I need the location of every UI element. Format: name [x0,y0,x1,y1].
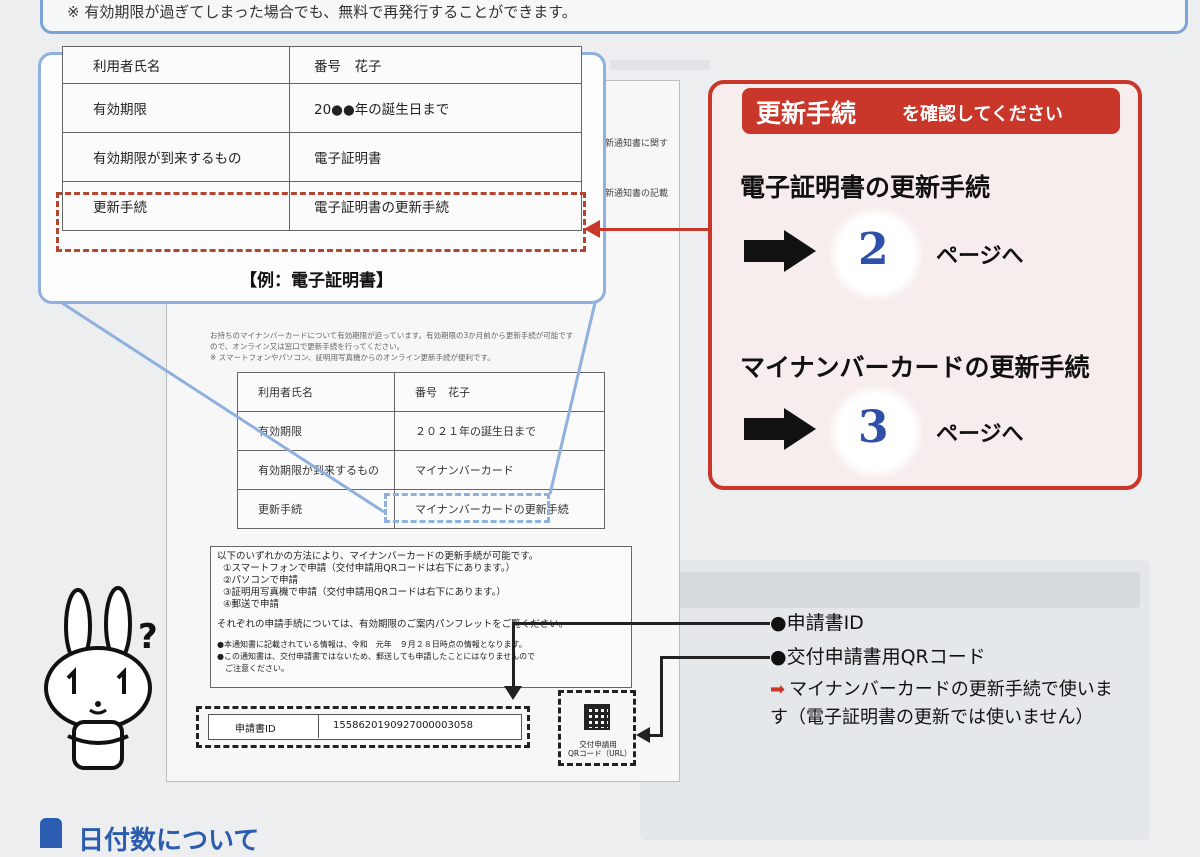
section-icon [40,818,62,848]
annotation-note-text: マイナンバーカードの更新手続で使います（電子証明書の更新では使いません） [770,679,1113,728]
qr-code-icon [584,704,610,730]
card-renewal-heading: マイナンバーカードの更新手続 [740,353,1090,382]
application-id-highlight [196,706,530,748]
doc-header-line: お持ちのマイナンバーカードについて有効期限が迫っています。有効期限の3か月前から… [210,331,574,340]
rabbit-mascot-icon: ? [44,586,158,770]
qr-label: 交付申請用 QRコード（URL） [568,740,632,758]
table-cell-label: 有効期限が到来するもの [62,132,290,182]
arrow-right-icon [744,408,816,450]
table-cell-value: 電子証明書の更新手続 [289,181,582,231]
method-box: 以下のいずれかの方法により、マイナンバーカードの更新手続が可能です。 ①スマート… [210,546,632,688]
arrow-left-icon [636,727,650,743]
arrow-left-icon [584,220,600,238]
doc-header-line: ※ スマートフォンやパソコン、証明用写真機からのオンライン更新手続が便利です。 [210,353,495,362]
id-connector [512,622,515,690]
method-line: ●この通知書は、交付申請書ではないため、郵送しても申請したことにはなりませんので [217,652,536,661]
page-link[interactable]: ページへ [936,422,1024,447]
page-circle [828,384,924,480]
zoom-caption: 【例：電子証明書】 [240,271,393,291]
arrow-right-icon: ➡ [770,679,786,700]
page-number[interactable]: 3 [858,402,889,453]
application-id-value: 1558620190927000003058 [333,720,473,731]
application-id-label: 申請書ID [235,724,276,735]
doc-header-line: ので、オンライン又は窓口で更新手続を行ってください。 [210,342,405,351]
page-link[interactable]: ページへ [936,244,1024,269]
annotation-qr-code: ●交付申請書用QRコード [770,646,986,668]
table-cell-value: 20●●年の誕生日まで [289,83,582,133]
table-row: 利用者氏名 番号 花子 [62,46,582,84]
method-line: ④郵送で申請 [223,599,280,610]
doc-side-label: 更新通知書の記載 [596,189,669,199]
qr-connector [660,656,770,659]
table-cell-value: 番号 花子 [289,46,582,84]
svg-text:?: ? [138,617,158,657]
table-cell-label: 更新手続 [62,181,290,231]
doc-side-label: 更新通知書に関す [596,139,669,149]
qr-connector [650,734,663,737]
method-line: ①スマートフォンで申請（交付申請用QRコードは右下にあります。） [223,563,516,574]
application-id-field: 申請書ID 1558620190927000003058 [208,714,522,740]
arrow-right-icon [744,230,816,272]
method-line: 以下のいずれかの方法により、マイナンバーカードの更新手続が可能です。 [217,551,539,562]
method-line: ②パソコンで申請 [223,575,299,586]
top-note-text: ※ 有効期限が過ぎてしまった場合でも、無料で再発行することができます。 [67,3,577,21]
table-cell-value: マイナンバーカード [394,450,605,490]
arrow-down-icon [504,686,522,700]
table-cell-label: 有効期限 [62,83,290,133]
renewal-guide-tab: 更新手続 を確認してください [742,88,1120,134]
page-circle [828,206,924,302]
method-line: それぞれの申請手続については、有効期限のご案内パンフレットをご覧ください。 [217,619,569,630]
annotation-note: ➡マイナンバーカードの更新手続で使います（電子証明書の更新では使いません） [770,676,1130,732]
table-cell-label: 利用者氏名 [62,46,290,84]
method-line: ③証明用写真機で申請（交付申請用QRコードは右下にあります。） [223,587,506,598]
table-row: 有効期限 ２０２１年の誕生日まで [237,411,605,451]
method-line: ●本通知書に記載されている情報は、令和 元年 ９月２８日時点の情報となります。 [217,640,527,649]
id-divider [318,714,319,738]
bottom-right-bar [650,572,1140,608]
tab-subtitle: を確認してください [902,104,1063,125]
red-connector [598,228,710,231]
cert-renewal-heading: 電子証明書の更新手続 [740,173,991,202]
doc-renewal-highlight [384,493,550,523]
table-row: 有効期限 20●●年の誕生日まで [62,83,582,133]
page-number[interactable]: 2 [858,224,889,275]
annotation-application-id: ●申請書ID [770,612,864,634]
table-cell-label: 更新手続 [237,489,395,529]
zoom-renewal-highlight [56,192,586,252]
table-row: 利用者氏名 番号 花子 [237,372,605,412]
tab-title: 更新手続 [756,99,857,128]
qr-label-line: QRコード（URL） [568,749,632,758]
qr-label-line: 交付申請用 [579,740,617,749]
table-cell-label: 有効期限が到来するもの [237,450,395,490]
bottom-section-heading: 日付数について [78,826,260,856]
method-line: ご注意ください。 [217,664,289,673]
table-cell-value: 電子証明書 [289,132,582,182]
zoom-table: 利用者氏名 番号 花子 有効期限 20●●年の誕生日まで 有効期限が到来するもの… [62,46,582,231]
renewal-value: マイナンバーカードの更新手続 [415,503,569,516]
qr-highlight [558,690,636,766]
id-connector [512,622,770,625]
top-note-box: ※ 有効期限が過ぎてしまった場合でも、無料で再発行することができます。 [40,0,1188,34]
table-row: 有効期限が到来するもの 電子証明書 [62,132,582,182]
doc-header: お持ちのマイナンバーカードについて有効期限が迫っています。有効期限の3か月前から… [210,330,640,363]
doc-info-table: 利用者氏名 番号 花子 有効期限 ２０２１年の誕生日まで 有効期限が到来するもの… [237,372,605,529]
qr-connector [660,656,663,736]
table-row: 更新手続 電子証明書の更新手続 [62,181,582,231]
table-row: 有効期限が到来するもの マイナンバーカード [237,450,605,490]
